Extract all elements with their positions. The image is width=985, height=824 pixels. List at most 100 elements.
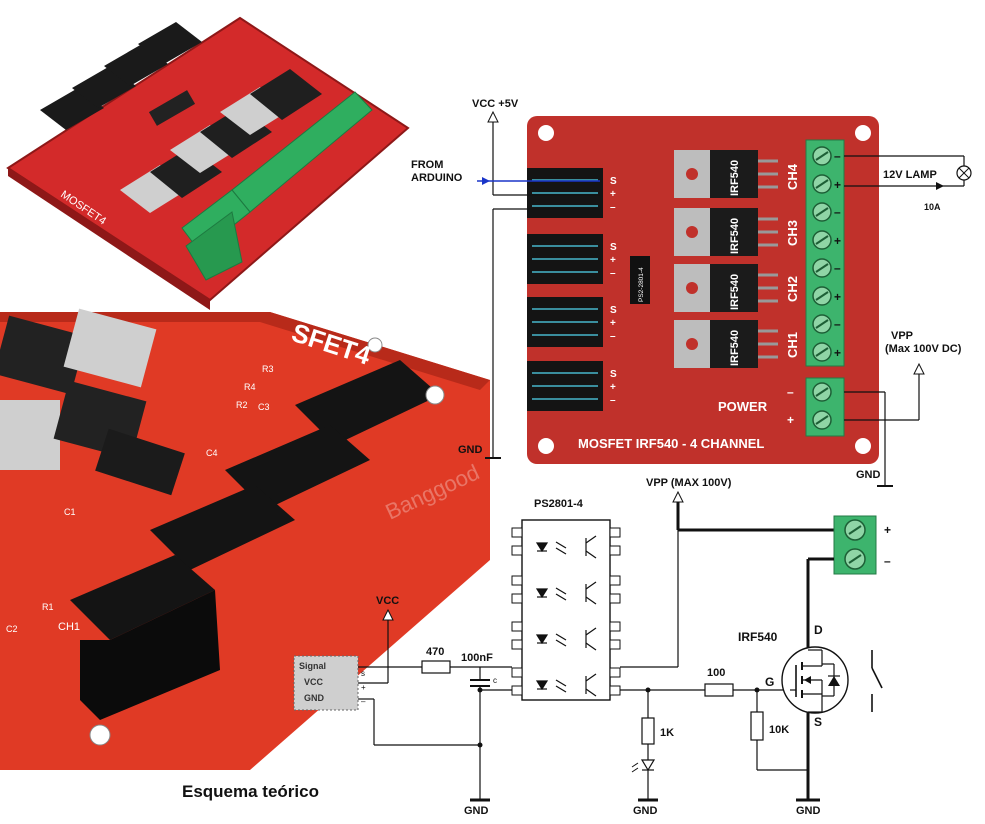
board-ic: PS2-2801-4 bbox=[630, 256, 650, 304]
caption: Esquema teórico bbox=[182, 782, 319, 801]
gate-resistor-100: 100 bbox=[704, 667, 734, 697]
header-pin-labels: S + – S + – S + – S + – bbox=[610, 176, 617, 406]
svg-text:+: + bbox=[610, 318, 616, 329]
svg-text:GND: GND bbox=[464, 805, 489, 817]
svg-text:VPP (MAX 100V): VPP (MAX 100V) bbox=[646, 477, 732, 489]
input-headers bbox=[527, 168, 603, 411]
pulldown-resistor-10k: 10K bbox=[750, 690, 808, 771]
svg-text:D: D bbox=[814, 623, 823, 637]
svg-text:–: – bbox=[610, 331, 616, 342]
svg-text:–: – bbox=[610, 268, 616, 279]
board-diagram-panel: S + – S + – S + – S + – PS2-2801-4 IRF540 bbox=[411, 98, 972, 487]
svg-text:+: + bbox=[610, 382, 616, 393]
svg-text:470: 470 bbox=[426, 646, 444, 658]
mosfet-symbol: IRF540 D G S bbox=[738, 623, 849, 729]
svg-text:+: + bbox=[610, 255, 616, 266]
svg-text:S: S bbox=[610, 305, 617, 316]
svg-text:s: s bbox=[361, 669, 365, 678]
gnd-schematic-2: GND bbox=[633, 798, 658, 817]
svg-text:VCC +5V: VCC +5V bbox=[472, 98, 519, 110]
board-photo-top: MOSFET4 bbox=[6, 16, 410, 310]
svg-text:S: S bbox=[610, 176, 617, 187]
svg-text:+: + bbox=[361, 683, 366, 692]
svg-text:R1: R1 bbox=[42, 602, 54, 612]
svg-text:–: – bbox=[610, 395, 616, 406]
svg-text:S: S bbox=[814, 715, 822, 729]
svg-text:R3: R3 bbox=[262, 364, 274, 374]
svg-text:GND: GND bbox=[796, 805, 821, 817]
svg-text:G: G bbox=[765, 675, 774, 689]
svg-text:10A: 10A bbox=[924, 202, 941, 212]
led-resistor-1k: 1K bbox=[641, 690, 674, 760]
photo-headers bbox=[40, 22, 202, 130]
photo-terminals bbox=[181, 91, 373, 281]
input-header-4 bbox=[527, 168, 603, 218]
board-mosfet-4: IRF540 bbox=[674, 320, 778, 368]
channel-terminal-block: –+ –+ –+ –+ bbox=[805, 139, 845, 367]
board-title: MOSFET IRF540 - 4 CHANNEL bbox=[578, 436, 764, 451]
vpp-schematic-symbol: VPP (MAX 100V) bbox=[620, 477, 834, 668]
capacitor-100nf: 100nF c bbox=[461, 652, 512, 800]
svg-text:Signal: Signal bbox=[299, 661, 326, 671]
power-label: POWER bbox=[718, 399, 768, 414]
power-minus: – bbox=[787, 385, 794, 399]
svg-text:IRF540: IRF540 bbox=[729, 274, 741, 310]
svg-text:–: – bbox=[361, 697, 366, 706]
svg-text:100: 100 bbox=[707, 667, 725, 679]
svg-text:IRF540: IRF540 bbox=[738, 630, 778, 644]
svg-text:GND: GND bbox=[633, 805, 658, 817]
gnd-schematic-1: GND bbox=[464, 798, 490, 817]
gnd-left-symbol: GND bbox=[458, 208, 600, 459]
svg-text:–: – bbox=[834, 205, 841, 219]
from-arduino-signal: FROM ARDUINO bbox=[411, 159, 600, 185]
svg-text:–: – bbox=[834, 149, 841, 163]
svg-text:PS2801-4: PS2801-4 bbox=[534, 498, 584, 510]
input-resistor-470: 470 bbox=[358, 646, 512, 674]
gnd-schematic-3: GND bbox=[796, 798, 821, 817]
svg-text:+: + bbox=[834, 346, 841, 360]
svg-text:CH1: CH1 bbox=[785, 332, 800, 358]
channel-labels: CH4 CH3 CH2 CH1 bbox=[785, 163, 800, 358]
svg-text:ARDUINO: ARDUINO bbox=[411, 172, 463, 184]
svg-text:C4: C4 bbox=[206, 448, 218, 458]
svg-text:12V LAMP: 12V LAMP bbox=[883, 169, 937, 181]
svg-text:+: + bbox=[610, 189, 616, 200]
svg-text:R2: R2 bbox=[236, 400, 248, 410]
svg-text:+: + bbox=[884, 523, 891, 537]
svg-text:GND: GND bbox=[304, 693, 325, 703]
svg-text:IRF540: IRF540 bbox=[729, 330, 741, 366]
svg-text:R4: R4 bbox=[244, 382, 256, 392]
svg-text:C3: C3 bbox=[258, 402, 270, 412]
svg-text:FROM: FROM bbox=[411, 159, 443, 171]
photo-ic bbox=[148, 90, 196, 126]
svg-text:CH4: CH4 bbox=[785, 163, 800, 190]
svg-text:+: + bbox=[834, 234, 841, 248]
svg-text:IRF540: IRF540 bbox=[729, 218, 741, 254]
closeup-ic bbox=[95, 428, 185, 496]
board-mosfet-2: IRF540 bbox=[674, 208, 778, 256]
svg-text:S: S bbox=[610, 242, 617, 253]
closeup-component-refs: R3 R4 R2 C1 C2 C3 C4 R1 bbox=[6, 364, 274, 634]
vpp-right-symbol: VPP (Max 100V DC) GND bbox=[844, 330, 962, 487]
switch-icon bbox=[871, 650, 883, 712]
svg-text:IRF540: IRF540 bbox=[729, 160, 741, 196]
svg-text:100nF: 100nF bbox=[461, 652, 493, 664]
svg-text:S: S bbox=[610, 369, 617, 380]
svg-text:GND: GND bbox=[856, 469, 881, 481]
svg-text:GND: GND bbox=[458, 444, 483, 456]
svg-text:C1: C1 bbox=[64, 507, 76, 517]
photo-mosfets bbox=[120, 69, 322, 213]
svg-text:–: – bbox=[884, 554, 891, 568]
svg-text:CH2: CH2 bbox=[785, 276, 800, 302]
svg-text:c: c bbox=[493, 676, 497, 685]
svg-text:C2: C2 bbox=[6, 624, 18, 634]
vcc-schematic-symbol: VCC bbox=[358, 595, 399, 684]
load-terminal-block: + – bbox=[833, 515, 891, 575]
power-plus: + bbox=[787, 413, 794, 427]
svg-text:–: – bbox=[610, 202, 616, 213]
closeup-headers bbox=[70, 360, 440, 720]
input-header-3 bbox=[527, 234, 603, 284]
optocoupler-ic: PS2801-4 bbox=[511, 498, 621, 701]
power-terminal-block bbox=[805, 377, 845, 437]
svg-text:CH3: CH3 bbox=[785, 220, 800, 246]
